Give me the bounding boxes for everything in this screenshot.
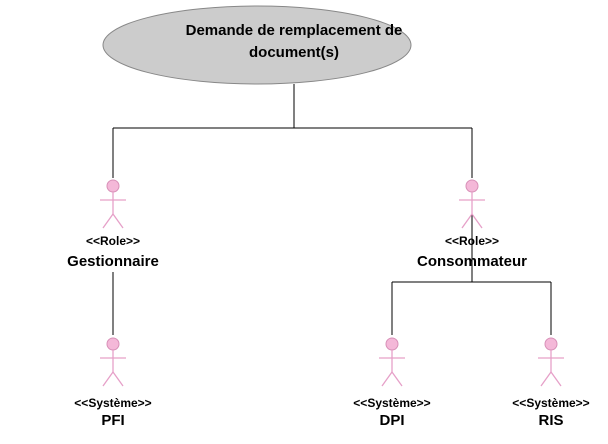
pfi-stereotype: <<Système>> xyxy=(74,396,152,410)
ris-name: RIS xyxy=(538,412,564,429)
dpi-stereotype: <<Système>> xyxy=(353,396,431,410)
gestionnaire-stereotype: <<Role>> xyxy=(85,234,141,248)
actor-icon-dpi[interactable] xyxy=(379,337,405,387)
consommateur-name: Consommateur xyxy=(416,253,528,270)
actor-icon-gestionnaire[interactable] xyxy=(100,179,126,229)
ris-stereotype: <<Système>> xyxy=(512,396,590,410)
usecase-label-line2: document(s) xyxy=(249,44,339,61)
actor-icon-pfi[interactable] xyxy=(100,337,126,387)
usecase-label: Demande de remplacement de document(s) xyxy=(104,20,484,64)
dpi-name: DPI xyxy=(379,412,405,429)
consommateur-stereotype: <<Role>> xyxy=(444,234,500,248)
gestionnaire-name: Gestionnaire xyxy=(67,253,159,270)
actor-icon-ris[interactable] xyxy=(538,337,564,387)
usecase-label-line1: Demande de remplacement de xyxy=(185,22,403,39)
actor-icon-consommateur[interactable] xyxy=(459,179,485,229)
usecase-ellipse[interactable] xyxy=(102,5,412,85)
connectors xyxy=(112,84,552,335)
pfi-name: PFI xyxy=(101,412,125,429)
